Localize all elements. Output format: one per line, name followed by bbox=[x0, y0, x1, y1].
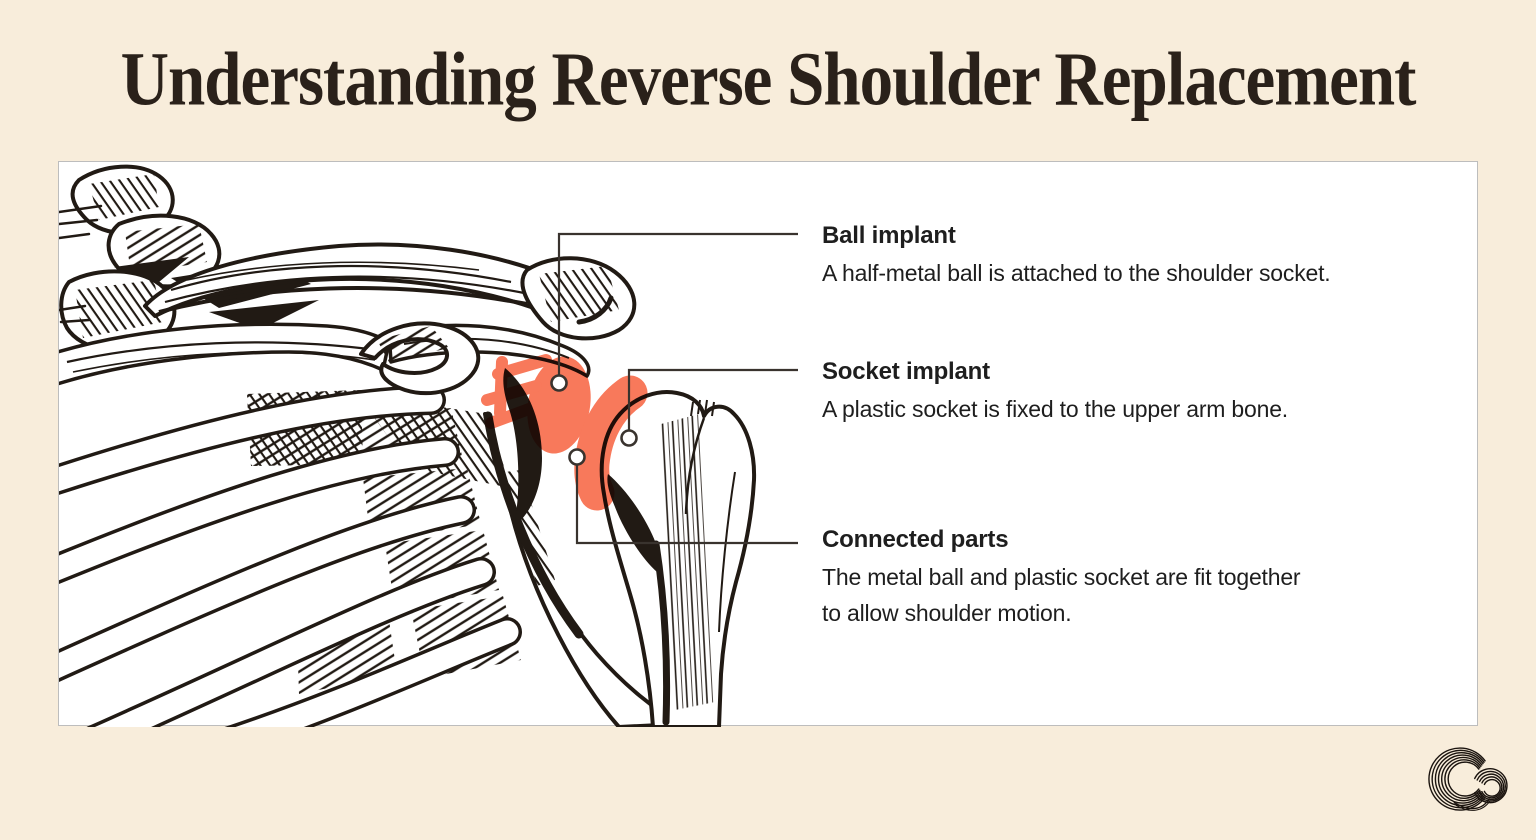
connected-parts-marker bbox=[568, 448, 586, 466]
page-title: Understanding Reverse Shoulder Replaceme… bbox=[120, 37, 1417, 122]
fixation-stripes bbox=[481, 354, 552, 429]
callout-description: A plastic socket is fixed to the upper a… bbox=[822, 396, 1288, 422]
callout-description: A half-metal ball is attached to the sho… bbox=[822, 260, 1331, 286]
clavicle bbox=[143, 242, 572, 318]
callout-ball-implant: Ball implant A half-metal ball is attach… bbox=[822, 221, 1331, 291]
connected-parts-leader bbox=[575, 465, 798, 545]
ball-implant-leader bbox=[557, 232, 798, 375]
co-monogram-icon bbox=[1428, 747, 1508, 811]
ac-joint-knob bbox=[520, 256, 637, 341]
scapula-fragments bbox=[59, 164, 319, 353]
socket-implant-leader bbox=[627, 368, 798, 430]
implant-highlights bbox=[481, 354, 648, 511]
callout-title: Ball implant bbox=[822, 222, 956, 249]
callout-socket-implant: Socket implant A plastic socket is fixed… bbox=[822, 357, 1288, 427]
callout-connected-parts: Connected parts The metal ball and plast… bbox=[822, 525, 1302, 631]
callout-title: Connected parts bbox=[822, 526, 1009, 553]
ball-implant-highlight bbox=[527, 356, 591, 454]
humerus bbox=[599, 390, 757, 727]
callout-title: Socket implant bbox=[822, 358, 990, 385]
callout-description: The metal ball and plastic socket are fi… bbox=[822, 564, 1301, 626]
socket-implant-marker bbox=[620, 429, 638, 447]
socket-implant-highlight bbox=[574, 375, 648, 511]
rib-cage bbox=[59, 385, 522, 727]
ball-implant-marker bbox=[550, 374, 568, 392]
illustration-panel bbox=[58, 161, 1478, 727]
coracoid-process bbox=[359, 321, 481, 395]
shoulder-illustration bbox=[59, 164, 798, 727]
callout-lines bbox=[550, 232, 798, 545]
